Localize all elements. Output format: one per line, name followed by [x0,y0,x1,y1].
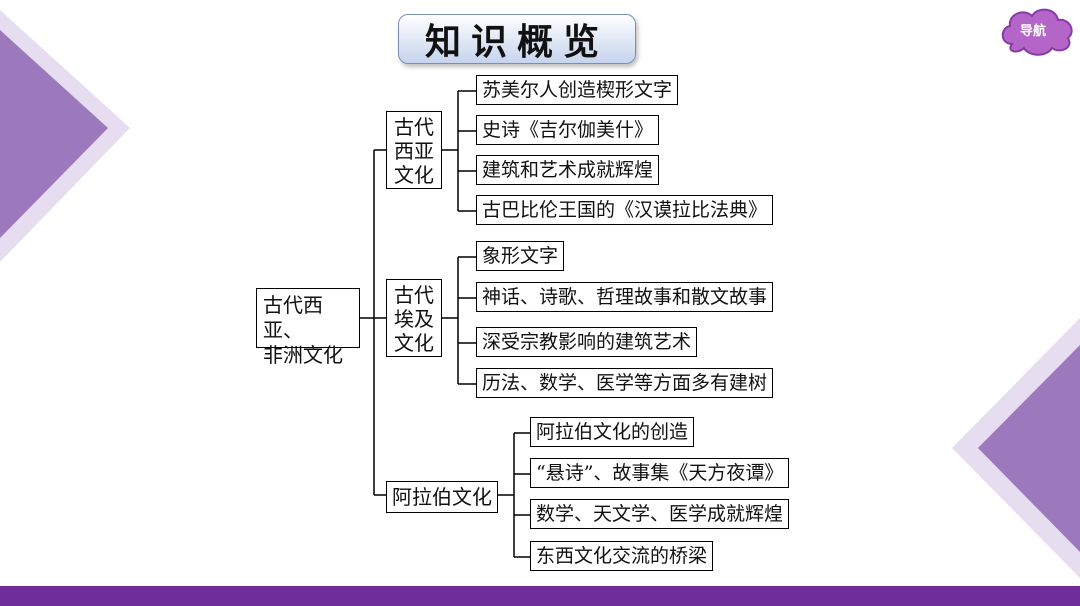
branch-west-asia: 古代 西亚 文化 [386,111,442,189]
leaf-node: 象形文字 [476,241,565,271]
leaf-node: 神话、诗歌、哲理故事和散文故事 [476,282,774,312]
root-line-1: 古代西亚、 [263,293,323,342]
root-line-2: 非洲文化 [263,343,343,367]
branch-label-line: 古代 [394,283,434,307]
branch-egypt: 古代 埃及 文化 [386,279,442,357]
cloud-icon [1001,8,1073,56]
leaf-node: 历法、数学、医学等方面多有建树 [476,368,774,398]
leaf-node: 深受宗教影响的建筑艺术 [476,327,698,357]
root-node: 古代西亚、 非洲文化 [256,288,360,367]
leaf-node: 数学、天文学、医学成就辉煌 [530,499,790,529]
leaf-node: 东西文化交流的桥梁 [530,541,714,571]
branch-label-line: 文化 [394,331,434,355]
branch-label-line: 埃及 [394,307,434,331]
leaf-node: 建筑和艺术成就辉煌 [476,155,660,185]
leaf-node: “悬诗”、故事集《天方夜谭》 [530,458,790,488]
nav-button-label: 导航 [1019,23,1046,39]
leaf-node: 苏美尔人创造楔形文字 [476,75,679,105]
page-title: 知识概览 [398,14,636,64]
leaf-node: 阿拉伯文化的创造 [530,417,695,447]
branch-label-line: 文化 [394,163,434,187]
branch-label-line: 阿拉伯文化 [392,485,492,509]
branch-arab: 阿拉伯文化 [386,481,498,513]
nav-button[interactable]: 导航 [998,4,1080,58]
branch-label-line: 西亚 [394,139,434,163]
leaf-node: 古巴比伦王国的《汉谟拉比法典》 [476,195,774,225]
bottom-bar [0,586,1080,606]
leaf-node: 史诗《吉尔伽美什》 [476,115,660,145]
branch-label-line: 古代 [394,115,434,139]
